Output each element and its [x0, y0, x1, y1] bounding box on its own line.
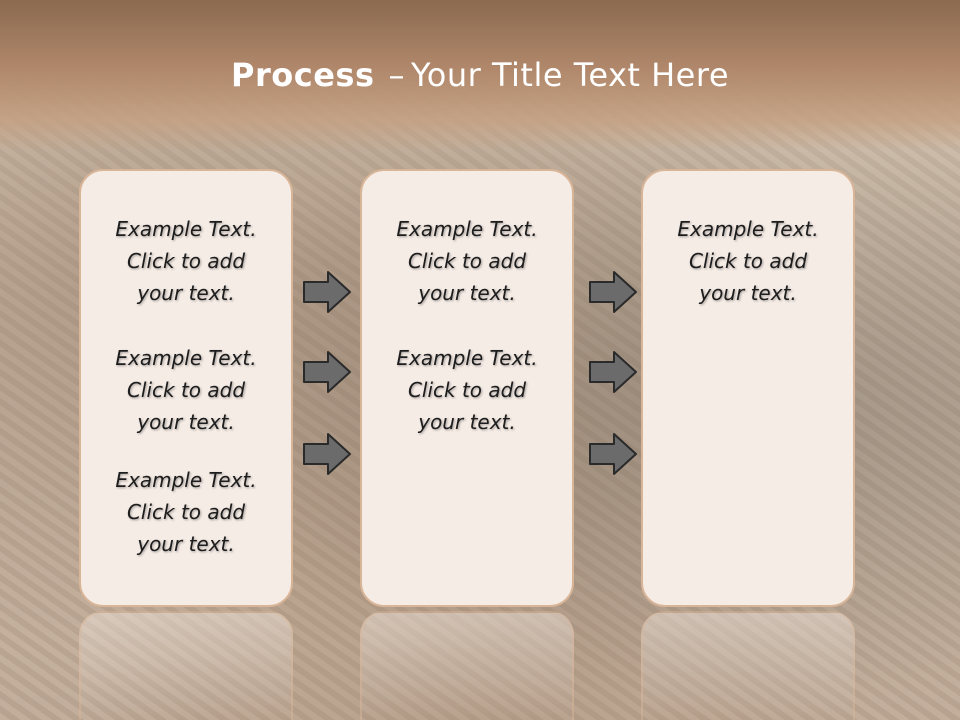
title-text: Your Title Text Here: [410, 56, 729, 94]
process-box-3[interactable]: Example Text. Click to add your text.: [641, 169, 855, 607]
text-block[interactable]: Example Text. Click to add your text.: [81, 213, 291, 309]
text-line: Click to add: [126, 500, 246, 524]
title-bold: Process: [231, 56, 375, 94]
text-block[interactable]: Example Text. Click to add your text.: [362, 342, 572, 438]
text-line: Click to add: [688, 249, 808, 273]
process-box-1[interactable]: Example Text. Click to add your text. Ex…: [79, 169, 293, 607]
arrow-right-icon[interactable]: [302, 350, 352, 394]
text-block[interactable]: Example Text. Click to add your text.: [81, 342, 291, 438]
text-line: your text.: [418, 410, 516, 434]
text-line: Example Text.: [396, 346, 538, 370]
slide-title[interactable]: Process–Your Title Text Here: [0, 56, 960, 94]
arrow-right-icon[interactable]: [588, 350, 638, 394]
box-reflection: [360, 611, 574, 720]
box-reflection: [641, 611, 855, 720]
process-box-2[interactable]: Example Text. Click to add your text. Ex…: [360, 169, 574, 607]
text-line: Click to add: [407, 378, 527, 402]
text-line: your text.: [137, 281, 235, 305]
text-line: Click to add: [126, 378, 246, 402]
text-line: your text.: [699, 281, 797, 305]
text-line: your text.: [137, 532, 235, 556]
arrow-right-icon[interactable]: [588, 270, 638, 314]
text-line: Example Text.: [115, 468, 257, 492]
title-bar: [0, 0, 960, 150]
text-line: Example Text.: [396, 217, 538, 241]
text-line: Click to add: [407, 249, 527, 273]
box-reflection: [79, 611, 293, 720]
text-block[interactable]: Example Text. Click to add your text.: [643, 213, 853, 309]
text-line: Example Text.: [677, 217, 819, 241]
text-line: Example Text.: [115, 217, 257, 241]
text-block[interactable]: Example Text. Click to add your text.: [362, 213, 572, 309]
arrow-right-icon[interactable]: [588, 432, 638, 476]
text-line: Click to add: [126, 249, 246, 273]
text-line: Example Text.: [115, 346, 257, 370]
title-separator: –: [388, 56, 405, 94]
arrow-right-icon[interactable]: [302, 270, 352, 314]
text-line: your text.: [418, 281, 516, 305]
text-block[interactable]: Example Text. Click to add your text.: [81, 464, 291, 560]
arrow-right-icon[interactable]: [302, 432, 352, 476]
text-line: your text.: [137, 410, 235, 434]
